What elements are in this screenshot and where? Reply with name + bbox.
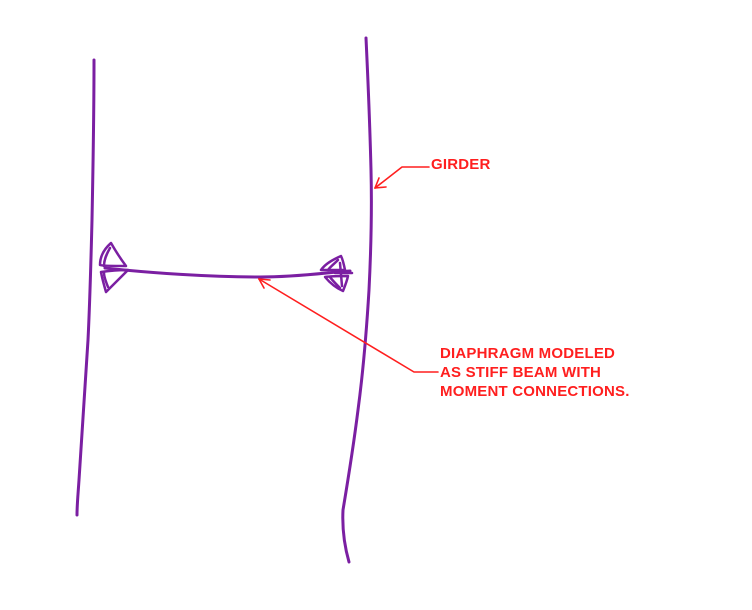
girder-label-text: GIRDER (431, 156, 491, 173)
diaphragm-leader-arrow (258, 278, 439, 373)
diaphragm-label-line-3: MOMENT CONNECTIONS. (440, 383, 630, 400)
diaphragm-beam (103, 266, 352, 279)
diaphragm-label-line-2: AS STIFF BEAM WITH (440, 364, 602, 381)
right-moment-connection (319, 254, 354, 293)
girder-leader-arrow (374, 166, 430, 189)
right-girder-line (341, 36, 373, 564)
diaphragm-label: DIAPHRAGM MODELED AS STIFF BEAM WITH MOM… (440, 344, 630, 401)
diaphragm-label-line-1: DIAPHRAGM MODELED (440, 345, 616, 362)
girder-label: GIRDER (431, 155, 491, 174)
left-girder-line (75, 58, 96, 517)
left-moment-connection (98, 241, 130, 294)
